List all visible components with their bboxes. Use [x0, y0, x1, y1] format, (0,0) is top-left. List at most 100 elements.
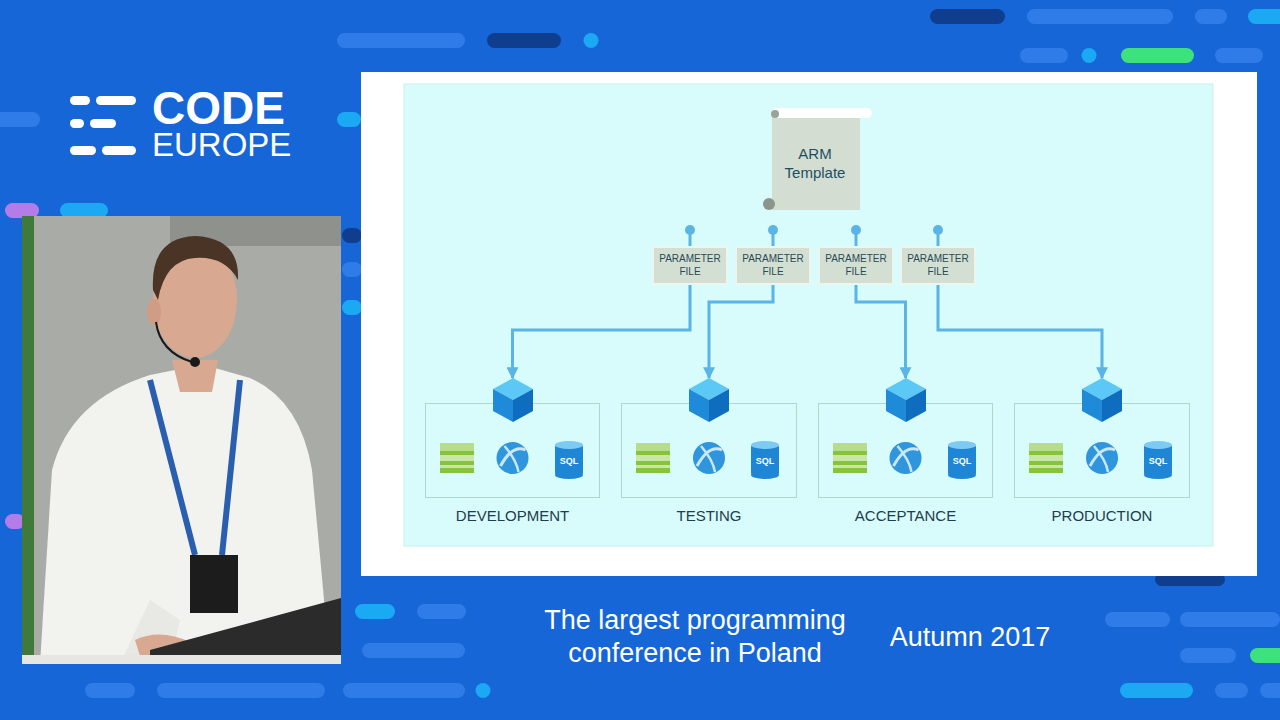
template-text-box: ARM Template — [776, 120, 854, 206]
cube-left — [886, 389, 906, 422]
speaker-video — [22, 216, 341, 664]
cube-left — [493, 389, 513, 422]
dash — [0, 112, 40, 127]
storage-icon — [636, 443, 670, 473]
environment-box: PRODUCTIONSQL — [1014, 378, 1190, 530]
web-swoosh — [898, 446, 912, 472]
logo-bar — [96, 96, 136, 105]
dash — [337, 33, 465, 48]
dash — [5, 203, 39, 218]
dash — [343, 683, 465, 698]
web-app-icon — [890, 442, 922, 474]
storage-stripe — [440, 455, 474, 461]
parameter-file-label: PARAMETER FILE — [906, 253, 970, 278]
dash — [1260, 683, 1280, 698]
storage-stripe — [1029, 465, 1063, 468]
web-app-icon — [497, 442, 529, 474]
caption-text: The largest programming conference in Po… — [527, 604, 863, 670]
environment-label: PRODUCTION — [1014, 506, 1190, 525]
cube-right — [513, 389, 533, 422]
dash — [1215, 48, 1263, 63]
dash — [157, 683, 325, 698]
sql-base — [555, 471, 583, 479]
sql-icon — [1144, 445, 1172, 475]
logo-bar — [70, 119, 84, 128]
web-swoosh — [701, 446, 715, 472]
environment-label: DEVELOPMENT — [425, 506, 600, 525]
dash — [930, 9, 1005, 24]
template-title: ARM Template — [776, 144, 854, 182]
connector-arrow — [856, 285, 906, 378]
dash — [60, 203, 108, 218]
dash — [342, 300, 362, 315]
dot — [476, 683, 491, 698]
dash — [487, 33, 561, 48]
dash — [1120, 683, 1193, 698]
environment-label: TESTING — [621, 506, 797, 525]
sql-top — [1144, 441, 1172, 449]
environment-label: ACCEPTANCE — [818, 506, 993, 525]
logo-bar — [70, 96, 90, 105]
cube-left — [689, 389, 709, 422]
logo-mark — [70, 96, 136, 155]
dash — [417, 604, 466, 619]
connector-arrow — [513, 285, 691, 378]
scroll-roll — [772, 108, 872, 118]
pin-dot — [933, 225, 943, 235]
sql-icon — [948, 445, 976, 475]
resource-group-cube — [1082, 378, 1122, 422]
dash — [1027, 9, 1173, 24]
storage-stripe — [440, 443, 474, 451]
connector-arrow — [938, 285, 1102, 378]
storage-stripe — [1029, 443, 1063, 451]
slide-frame — [361, 72, 1257, 576]
storage-stripe — [636, 455, 670, 461]
dash — [362, 643, 465, 658]
cube-right — [709, 389, 729, 422]
sql-label: SQL — [751, 456, 779, 467]
sql-label: SQL — [555, 456, 583, 467]
parameter-file-box: PARAMETER FILE — [735, 246, 811, 285]
ear — [147, 299, 161, 325]
web-app-icon — [693, 442, 725, 474]
logo-text: CODE — [152, 84, 312, 132]
parameter-file-label: PARAMETER FILE — [658, 253, 722, 278]
dash — [355, 604, 395, 619]
web-swoosh — [505, 446, 519, 472]
logo-bar — [102, 146, 136, 155]
slide — [361, 72, 1257, 576]
badge — [190, 555, 238, 613]
dash — [342, 262, 362, 277]
decorative-dashes — [0, 9, 1280, 698]
table — [22, 655, 341, 664]
scroll-body — [772, 114, 860, 210]
dot — [584, 33, 599, 48]
environment-box: ACCEPTANCE SQL — [818, 378, 993, 530]
scroll-curl — [771, 110, 779, 118]
green-strip — [22, 216, 34, 664]
sql-icon — [751, 445, 779, 475]
sql-top — [751, 441, 779, 449]
microphone-tip — [190, 357, 200, 367]
dash — [1180, 612, 1280, 627]
resource-group-cube — [493, 378, 533, 422]
dash — [1215, 683, 1248, 698]
hair — [153, 236, 238, 300]
parameter-file-box: PARAMETER FILE — [818, 246, 894, 285]
resource-group-cube — [689, 378, 729, 422]
sql-top — [948, 441, 976, 449]
sql-base — [948, 471, 976, 479]
lanyard — [150, 380, 240, 555]
parameter-file-box: PARAMETER FILE — [900, 246, 976, 285]
sql-label: SQL — [948, 456, 976, 467]
storage-stripe — [636, 443, 670, 451]
storage-stripe — [833, 443, 867, 451]
microphone — [156, 322, 192, 362]
diagram-ground — [404, 84, 1213, 546]
logo-bar — [70, 146, 96, 155]
dash — [342, 228, 362, 243]
storage-stripe — [636, 465, 670, 468]
sql-base — [1144, 471, 1172, 479]
parameter-pins — [685, 225, 943, 246]
